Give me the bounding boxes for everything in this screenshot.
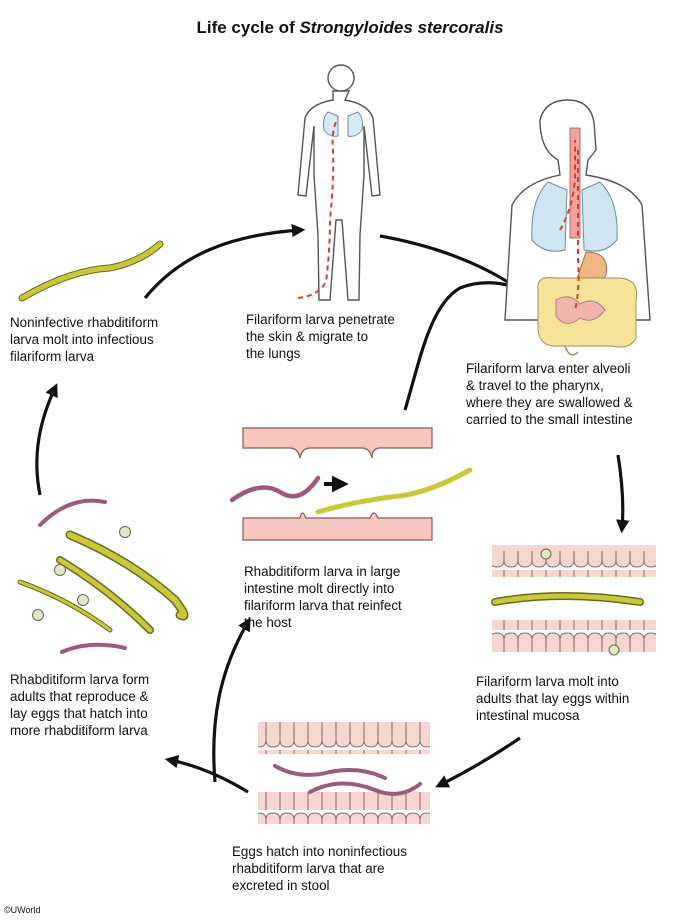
- caption-eggs-hatch: Eggs hatch into noninfectious rhabditifo…: [232, 844, 407, 893]
- egg-mucosa-1: [540, 548, 552, 560]
- caption-free-living: Rhabditiform larva form adults that repr…: [10, 672, 150, 738]
- title-text: Life cycle of: [196, 18, 300, 37]
- arrow-alveoli-to-mucosa: [616, 454, 630, 534]
- rhabditiform-larva-bottom-2: [308, 781, 422, 796]
- diagram-title: Life cycle of Strongyloides stercoralis: [0, 18, 700, 38]
- egg-free-3: [77, 594, 89, 606]
- arrow-molt-to-penetrate: [143, 223, 306, 300]
- large-intestine-tube: [229, 427, 473, 541]
- arrow-free-living-to-molt: [35, 383, 58, 496]
- cycle-arrows: [35, 223, 630, 794]
- egg-free-1: [119, 526, 131, 538]
- torso-figure: [504, 99, 651, 356]
- caption-molt-infectious: Noninfective rhabditiform larva molt int…: [10, 315, 159, 364]
- migration-path-torso: [559, 140, 580, 311]
- arrow-eggs-to-autoinfection: [212, 617, 251, 783]
- intestinal-mucosa-right: [491, 545, 656, 656]
- rhabditiform-larva-bottom-1: [273, 764, 387, 780]
- caption-penetrate: Filariform larva penetrate the skin & mi…: [246, 312, 395, 361]
- egg-free-4: [32, 609, 44, 621]
- free-living-adults: [17, 498, 189, 654]
- arrow-eggs-to-free-living: [164, 754, 249, 794]
- egg-mucosa-2: [608, 644, 620, 656]
- rhabditiform-larva-center: [229, 475, 321, 503]
- arrow-lungs-to-intestine: [379, 234, 525, 294]
- arrow-mucosa-to-eggs: [435, 736, 521, 788]
- filariform-larva-top: [18, 240, 164, 302]
- filariform-larva-center: [315, 467, 473, 515]
- title-species: Strongyloides stercoralis: [299, 18, 504, 37]
- migration-path-skin: [297, 117, 339, 299]
- intestinal-mucosa-bottom: [258, 722, 430, 824]
- copyright-credit: ©UWorld: [4, 905, 41, 915]
- egg-free-2: [54, 564, 66, 576]
- human-figure-skin: [297, 64, 381, 301]
- arrow-autoinfection-to-intestine: [403, 279, 524, 411]
- caption-alveoli: Filariform larva enter alveoli & travel …: [466, 361, 633, 427]
- caption-autoinfection: Rhabditiform larva in large intestine mo…: [244, 564, 402, 630]
- caption-adults-mucosa: Filariform larva molt into adults that l…: [476, 674, 630, 723]
